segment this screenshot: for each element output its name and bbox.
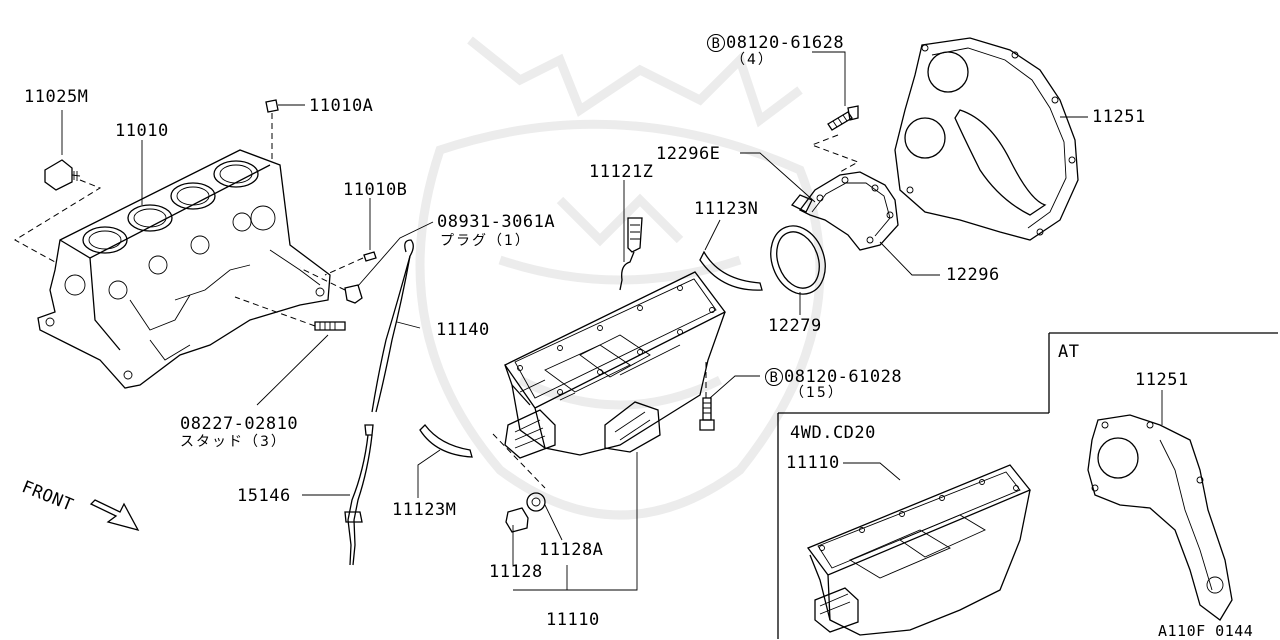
oil-pan-4wd-drawing — [806, 464, 1032, 636]
part-number-12279[interactable]: 12279 — [768, 316, 822, 336]
at-gasket-drawing — [1087, 414, 1233, 621]
part-number-11110-4wd[interactable]: 11110 — [786, 453, 840, 473]
part-qty-08120-61628: （4） — [731, 52, 774, 68]
bolt-marker-icon: B — [707, 34, 725, 52]
cover-bolt — [810, 105, 860, 173]
part-number-11251-top[interactable]: 11251 — [1092, 107, 1146, 127]
part-number-11128A[interactable]: 11128A — [539, 540, 604, 560]
inset-frames — [777, 332, 1278, 639]
dipstick-guide-drawing — [344, 424, 374, 566]
part-note-plug-qty: プラグ（1） — [440, 233, 531, 249]
inset-at-title: AT — [1058, 342, 1080, 362]
block-small-parts — [14, 99, 377, 331]
dipstick-drawing — [371, 239, 414, 413]
part-number-08227-02810[interactable]: 08227-02810 — [180, 414, 299, 434]
part-number-11123N[interactable]: 11123N — [694, 199, 759, 219]
part-number-11010A[interactable]: 11010A — [309, 96, 374, 116]
inset-4wd-title: 4WD.CD20 — [790, 423, 876, 443]
part-number-11110-main[interactable]: 11110 — [546, 610, 600, 630]
cylinder-block-drawing — [37, 149, 331, 389]
part-number-11251-at[interactable]: 11251 — [1135, 370, 1189, 390]
bolt-marker-icon: B — [765, 368, 783, 386]
rear-cover-drawing — [790, 171, 899, 251]
watermark — [415, 36, 825, 520]
part-number-11123M[interactable]: 11123M — [392, 500, 457, 520]
part-number-15146[interactable]: 15146 — [237, 486, 291, 506]
oil-pan-drawing — [504, 271, 726, 459]
part-number-11121Z[interactable]: 11121Z — [589, 162, 654, 182]
rear-plate-gasket-drawing — [894, 37, 1079, 241]
figure-code: A110F 0144 — [1158, 622, 1254, 640]
part-note-stud-qty: スタッド（3） — [180, 434, 287, 450]
part-number-11025M[interactable]: 11025M — [24, 87, 89, 107]
part-number-11140[interactable]: 11140 — [436, 320, 490, 340]
oil-pan-parts — [419, 217, 763, 533]
part-qty-08120-61028: （15） — [790, 385, 844, 401]
part-number-08931-3061A[interactable]: 08931-3061A — [437, 212, 556, 232]
leader-lines — [61, 51, 1163, 591]
part-number-12296E[interactable]: 12296E — [656, 144, 721, 164]
part-number-12296[interactable]: 12296 — [946, 265, 1000, 285]
part-number-11128[interactable]: 11128 — [489, 562, 543, 582]
front-arrow-icon — [89, 499, 140, 532]
part-number-11010B[interactable]: 11010B — [343, 180, 408, 200]
part-number-11010[interactable]: 11010 — [115, 121, 169, 141]
rear-seal-drawing — [770, 225, 826, 295]
